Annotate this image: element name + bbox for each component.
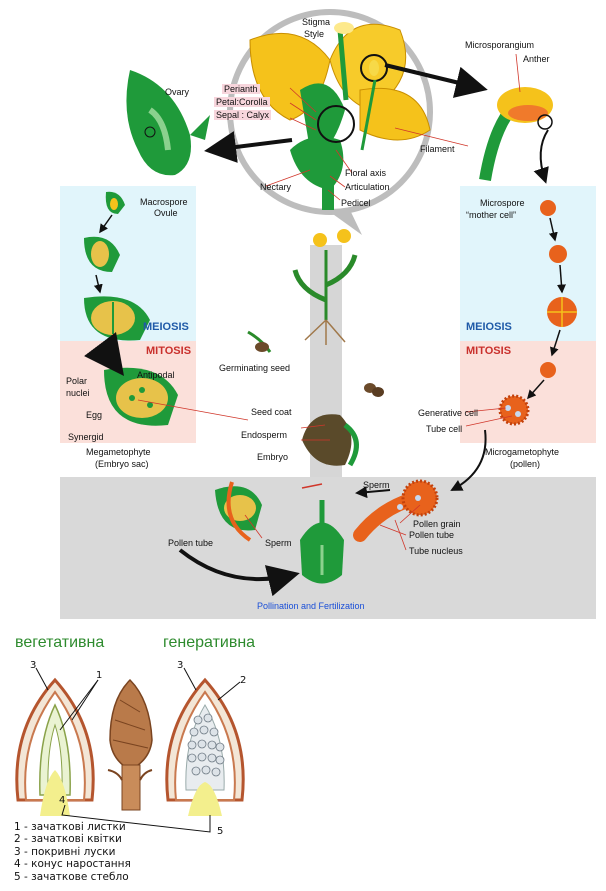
articulation-label: Articulation (345, 182, 390, 192)
ovule-label: Ovule (154, 208, 178, 218)
legend-item: 4 - конус наростання (14, 858, 131, 871)
seed-coat-label: Seed coat (251, 407, 292, 417)
macrospore-label: Macrospore (140, 197, 188, 207)
nuclei-label: nuclei (66, 388, 90, 398)
ovary-label: Ovary (165, 87, 190, 97)
floral-axis-label: Floral axis (345, 168, 387, 178)
stigma-label: Stigma (302, 17, 331, 27)
sperm-label-left: Sperm (265, 538, 292, 548)
endosperm-label: Endosperm (241, 430, 288, 440)
bud-leader-lines (35, 667, 241, 833)
bud-legend: 1 - зачаткові листки 2 - зачаткові квітк… (14, 821, 131, 883)
meiosis-label-left: MEIOSIS (143, 321, 189, 333)
style-label: Style (304, 29, 325, 39)
plant-illustration (247, 229, 384, 397)
megagametophyte-label: Megametophyte (86, 447, 151, 457)
stamen-illustration (479, 87, 553, 181)
pedicel-label: Pedicel (341, 198, 371, 208)
nectary-label: Nectary (260, 182, 292, 192)
generative-bud (165, 677, 245, 816)
filament-label: Filament (420, 144, 455, 154)
legend-item: 1 - зачаткові листки (14, 821, 126, 833)
vegetative-title: вегетативна (15, 634, 105, 651)
vegetative-bud (15, 677, 95, 816)
sepal-label: Sepal : Calyx (214, 110, 272, 120)
leader-lines (137, 53, 521, 551)
bud-number-2: 2 (240, 675, 247, 686)
tube-nucleus-label: Tube nucleus (409, 546, 463, 556)
legend-item: 5 - зачаткове стебло (14, 870, 129, 883)
meiosis-label-right: MEIOSIS (466, 321, 512, 333)
generative-title: генеративна (163, 634, 256, 651)
antipodal-label: Antipodal (137, 370, 175, 380)
generative-cell-label: Generative cell (418, 408, 479, 418)
flower-illustration (249, 22, 431, 210)
ovary-illustration (126, 70, 210, 176)
pollen-stages (498, 200, 577, 426)
embryo-label: Embryo (257, 452, 289, 462)
petal-label: Petal:Corolla (214, 97, 270, 107)
microspore-label: Microspore (480, 198, 525, 208)
sperm-label-right: Sperm (363, 480, 390, 490)
pollen-tube-label-left: Pollen tube (168, 538, 214, 548)
bud-number-3a: 3 (30, 660, 37, 671)
pollen-tube-label-right: Pollen tube (409, 530, 455, 540)
bud-number-4: 4 (59, 795, 66, 806)
legend-item: 3 - покривні луски (14, 845, 116, 858)
microgametophyte-label: Microgametophyte (485, 447, 560, 457)
mitosis-label-right: MITOSIS (466, 345, 512, 357)
pollen-grain-label: Pollen grain (413, 519, 461, 529)
mother-cell-label: “mother cell” (466, 210, 517, 220)
pollination-fertilization-label: Pollination and Fertilization (257, 601, 365, 611)
microsporangium-label: Microsporangium (465, 40, 535, 50)
perianth-label: Perianth (222, 84, 260, 94)
anther-label: Anther (523, 54, 550, 64)
bud-number-1: 1 (96, 670, 103, 681)
synergid-label: Synergid (68, 432, 104, 442)
tube-cell-label: Tube cell (426, 424, 463, 434)
polar-label: Polar (66, 376, 88, 386)
bud-number-5: 5 (217, 826, 224, 837)
embryo-sac-label: (Embryo sac) (95, 459, 149, 469)
bud-external-view (107, 678, 153, 811)
germinating-seed-label: Germinating seed (219, 363, 291, 373)
fertilization-illustration (215, 479, 439, 584)
bud-number-3b: 3 (177, 660, 184, 671)
legend-item: 2 - зачаткові квітки (14, 833, 122, 846)
pollen-label: (pollen) (510, 459, 541, 469)
egg-label: Egg (86, 410, 103, 420)
ovule-stages (84, 191, 178, 426)
mitosis-label-left: MITOSIS (146, 345, 192, 357)
